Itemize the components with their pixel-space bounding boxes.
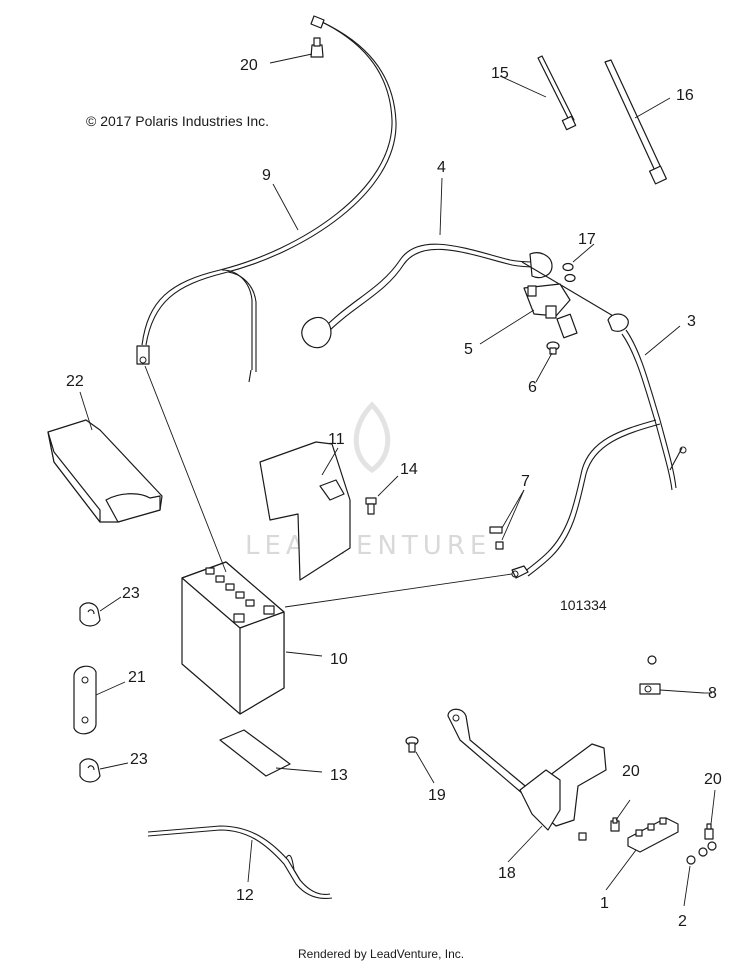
callout-9: 9 — [262, 167, 271, 184]
clip-23-top[interactable] — [79, 602, 101, 627]
watermark: LEADVENTURE — [245, 401, 491, 561]
tie-strap-15[interactable] — [537, 55, 577, 131]
callout-17: 17 — [578, 231, 596, 248]
screw-19[interactable] — [405, 736, 419, 753]
callout-16: 16 — [676, 87, 694, 104]
label-13[interactable] — [219, 729, 291, 777]
callout-20-right: 20 — [704, 771, 722, 788]
callout-20-middle: 20 — [622, 763, 640, 780]
relay-5[interactable] — [523, 283, 578, 339]
battery-cable-9[interactable] — [136, 15, 397, 383]
bracket-11[interactable] — [259, 441, 351, 581]
bolt-20-top[interactable] — [310, 37, 324, 58]
callout-6: 6 — [528, 379, 537, 396]
copyright-text: © 2017 Polaris Industries Inc. — [86, 113, 269, 129]
watermark-text: LEADVENTURE — [245, 531, 491, 561]
leader-lines — [79, 53, 716, 907]
callout-1: 1 — [600, 895, 609, 912]
callout-13: 13 — [330, 767, 348, 784]
callout-20: 20 — [240, 57, 258, 74]
callout-23-bottom: 23 — [130, 751, 148, 768]
cable-4[interactable] — [301, 243, 621, 349]
callout-22: 22 — [66, 373, 84, 390]
nut-17[interactable] — [562, 262, 576, 283]
callout-12: 12 — [236, 887, 254, 904]
callout-18: 18 — [498, 865, 516, 882]
screw-6[interactable] — [546, 341, 560, 355]
screw-14[interactable] — [365, 497, 377, 515]
terminal-block-1[interactable] — [627, 817, 679, 853]
callout-7: 7 — [521, 473, 530, 490]
battery-10[interactable] — [181, 561, 285, 715]
tie-strap-16[interactable] — [604, 59, 667, 185]
bolt-20-right[interactable] — [704, 823, 714, 840]
clip-8[interactable] — [639, 655, 661, 695]
callout-23-top: 23 — [122, 585, 140, 602]
diagram-id: 101334 — [560, 597, 607, 613]
callout-4: 4 — [437, 159, 446, 176]
bolt-20-middle[interactable] — [610, 817, 620, 832]
callout-19: 19 — [428, 787, 446, 804]
callout-11: 11 — [328, 431, 345, 448]
bracket-18[interactable] — [447, 708, 607, 831]
callout-15: 15 — [491, 65, 509, 82]
callout-14: 14 — [400, 461, 418, 478]
battery-cover-22[interactable] — [47, 419, 163, 523]
clip-23-bottom[interactable] — [79, 758, 101, 783]
rod-12[interactable] — [147, 825, 333, 900]
nut-2[interactable] — [686, 841, 717, 865]
callout-2: 2 — [678, 913, 687, 930]
callouts: 20 9 4 15 16 17 5 3 6 7 11 14 22 101334 … — [66, 57, 722, 930]
callout-10: 10 — [330, 651, 348, 668]
callout-8: 8 — [708, 685, 717, 702]
strap-21[interactable] — [73, 665, 97, 735]
bolt-nut-7[interactable] — [489, 526, 504, 550]
footer-text: Rendered by LeadVenture, Inc. — [298, 947, 464, 961]
callout-5: 5 — [464, 341, 473, 358]
bolt-near-bracket[interactable] — [578, 832, 587, 841]
cable-3[interactable] — [511, 313, 687, 579]
callout-3: 3 — [687, 313, 696, 330]
callout-21: 21 — [128, 669, 146, 686]
